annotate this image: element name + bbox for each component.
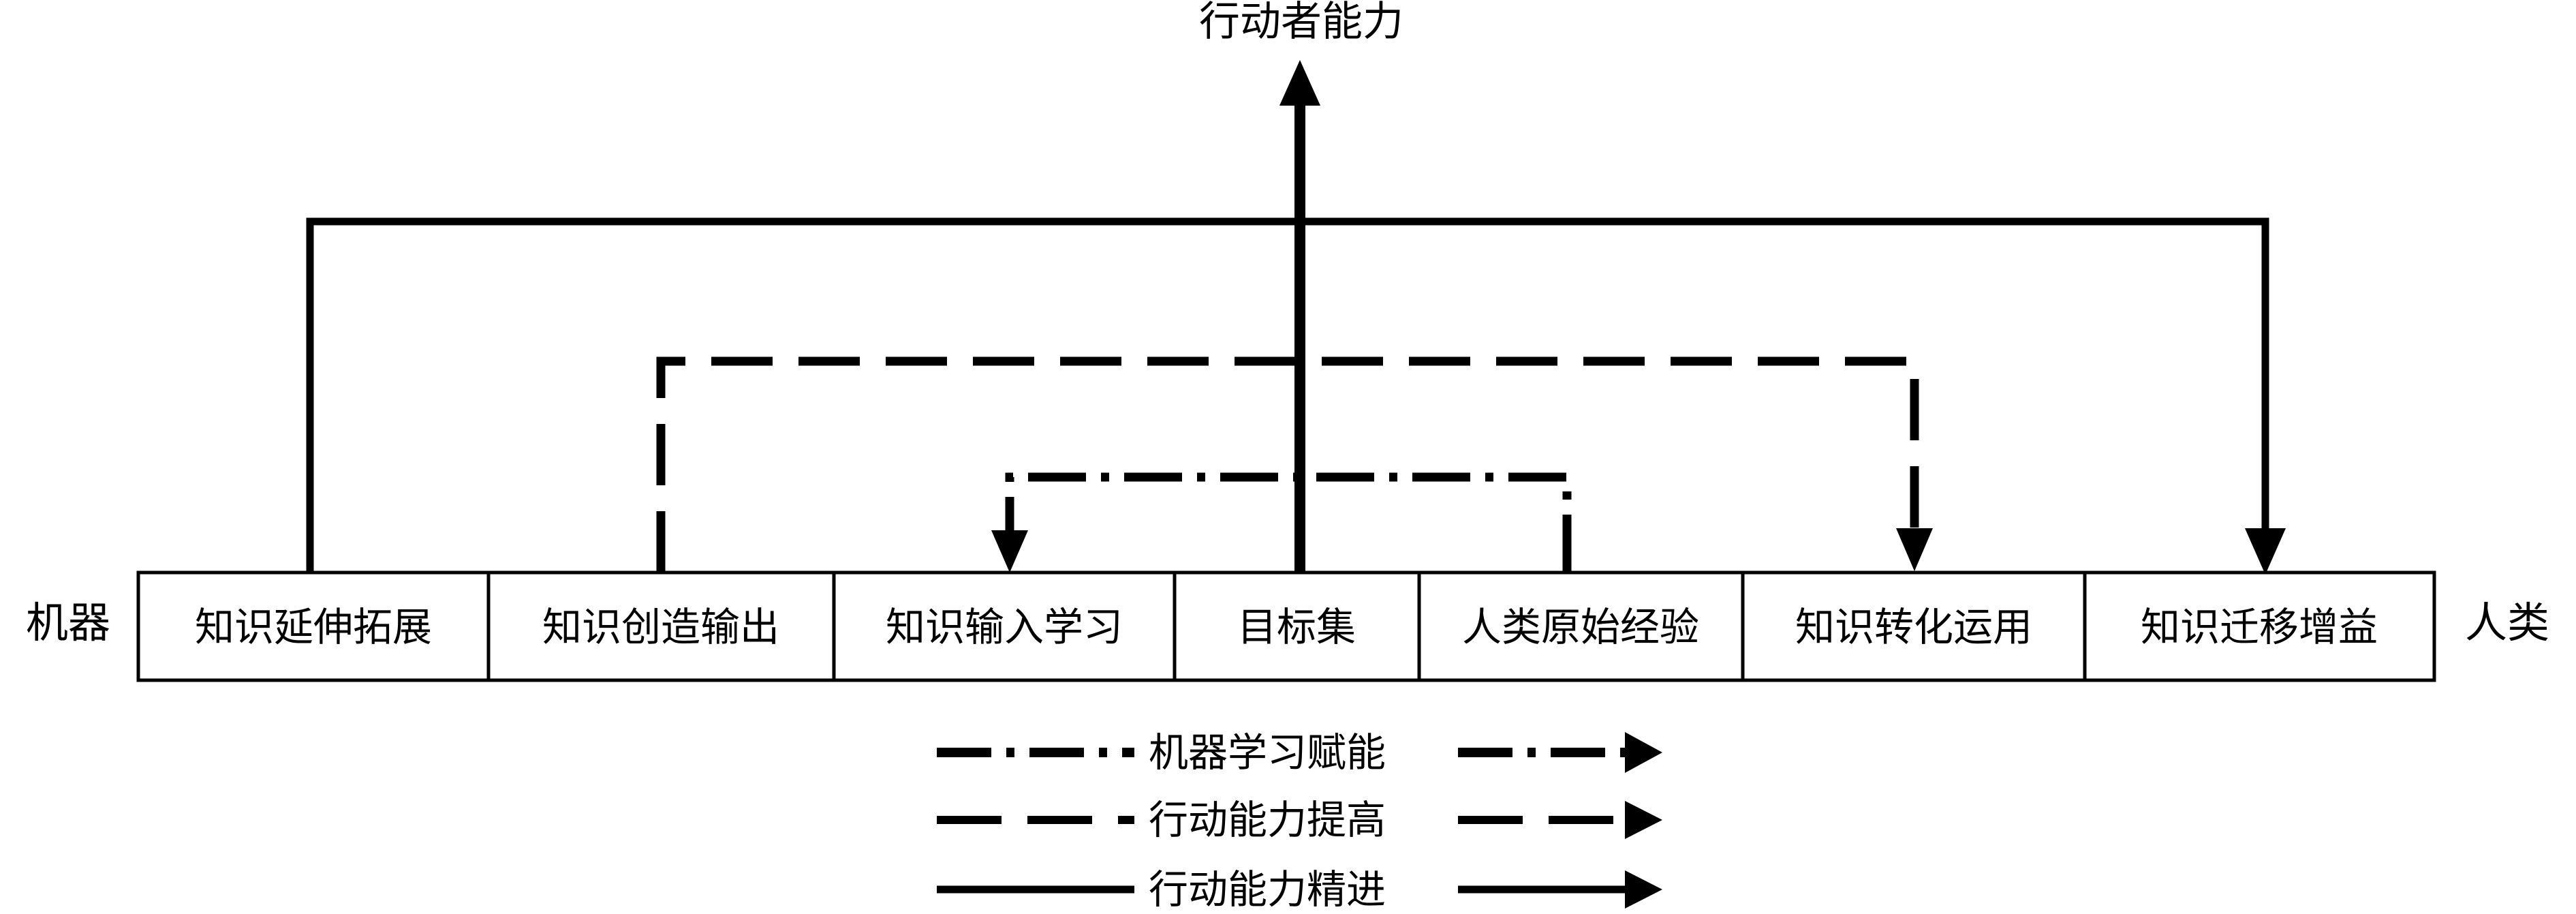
box-label-knowledge-transfer: 知识迁移增益 bbox=[2141, 604, 2378, 650]
dashed-flow-line bbox=[656, 356, 1933, 573]
left-side-label: 机器 bbox=[26, 598, 110, 648]
central-arrow bbox=[1279, 60, 1320, 573]
box-label-human-experience: 人类原始经验 bbox=[1462, 604, 1699, 650]
dashed-flow-arrowhead bbox=[1896, 528, 1933, 571]
box-row-frame bbox=[136, 570, 2436, 682]
legend-dashdot-arrowhead bbox=[1625, 732, 1662, 773]
solid-flow-line bbox=[306, 217, 2286, 575]
legend-solid-arrowhead bbox=[1625, 870, 1662, 909]
central-arrowhead bbox=[1279, 60, 1320, 106]
legend-label-improve: 行动能力提高 bbox=[1149, 797, 1386, 843]
dashdot-flow-arrowhead bbox=[991, 530, 1028, 573]
legend-dashed-arrowhead bbox=[1625, 801, 1662, 839]
legend-label-ml: 机器学习赋能 bbox=[1149, 729, 1386, 776]
dashdot-flow-line bbox=[991, 472, 1572, 573]
legend-label-refine: 行动能力精进 bbox=[1149, 866, 1386, 913]
box-label-goal-set: 目标集 bbox=[1237, 604, 1356, 650]
solid-flow-arrowhead bbox=[2245, 528, 2286, 575]
box-label-knowledge-extension: 知识延伸拓展 bbox=[195, 604, 432, 650]
box-row bbox=[136, 570, 2436, 682]
legend: 机器学习赋能 行动能力提高 行动能力精进 bbox=[937, 729, 1662, 913]
right-side-label: 人类 bbox=[2465, 598, 2549, 648]
top-label: 行动者能力 bbox=[1199, 0, 1403, 46]
box-label-knowledge-input: 知识输入学习 bbox=[886, 604, 1123, 650]
box-label-knowledge-creation: 知识创造输出 bbox=[542, 604, 779, 650]
box-label-knowledge-application: 知识转化运用 bbox=[1795, 604, 2032, 650]
